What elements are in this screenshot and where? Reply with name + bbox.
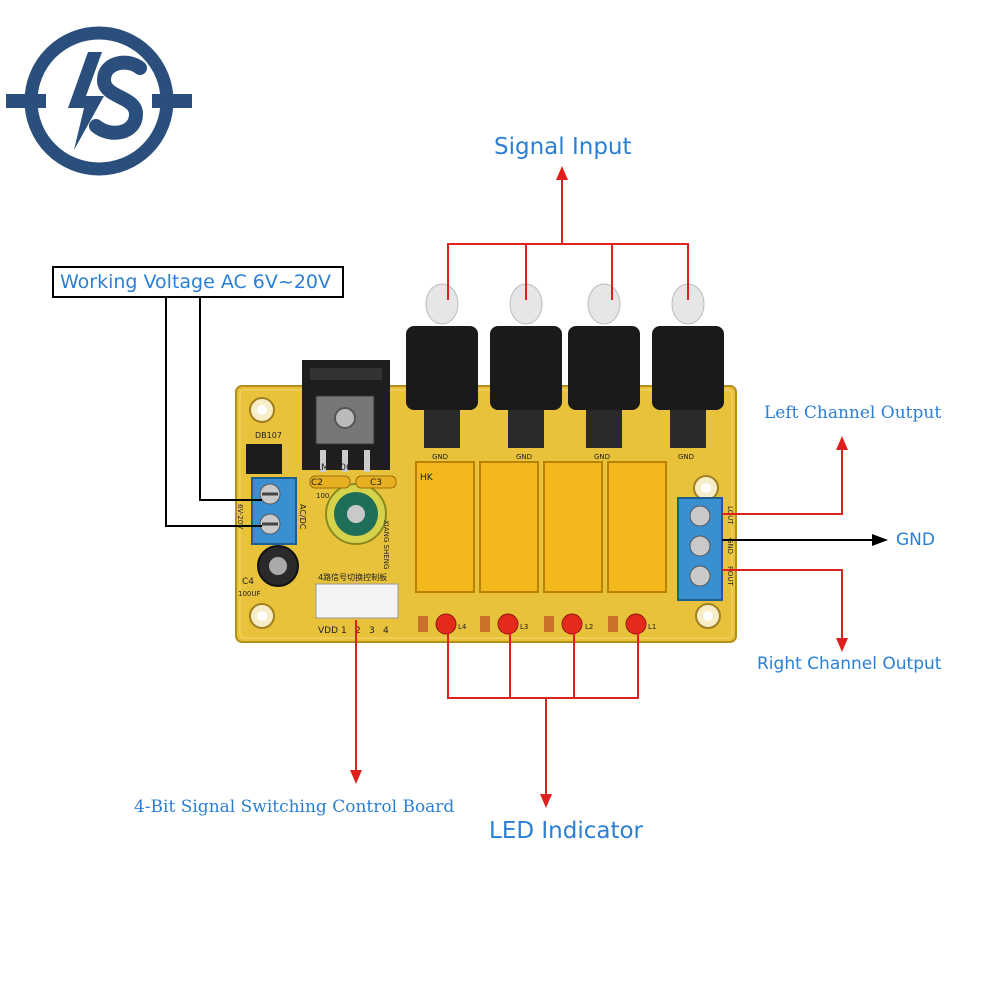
pcb-pin-vdd: VDD bbox=[318, 626, 338, 636]
led-indicator-label: LED Indicator bbox=[489, 818, 644, 844]
pcb-led-l4: L4 bbox=[458, 623, 467, 631]
pcb-led-l3: L3 bbox=[520, 623, 528, 631]
pcb-pin-2: 2 bbox=[355, 626, 361, 636]
rca-jacks bbox=[406, 283, 724, 448]
pcb-c2-value: 100 bbox=[316, 492, 329, 500]
relays bbox=[415, 461, 667, 593]
gnd-label: GND bbox=[896, 530, 935, 550]
heatsink bbox=[302, 360, 390, 472]
capacitor-c2 bbox=[325, 483, 387, 545]
pcb-out-gnd: GND bbox=[726, 538, 734, 554]
signal-input-arrowhead bbox=[556, 166, 568, 180]
pcb-gnd-2: GND bbox=[516, 453, 532, 461]
pcb-maker-label: XIANG SHENG bbox=[382, 520, 390, 569]
pcb-c2-label: C2 bbox=[311, 478, 323, 488]
left-channel-line bbox=[722, 448, 843, 515]
led-bracket bbox=[447, 632, 639, 699]
pcb-gnd-1: GND bbox=[432, 453, 448, 461]
pcb-out-lout: LOUT bbox=[726, 506, 734, 525]
led-arrowhead bbox=[540, 794, 552, 808]
pcb-pin-3: 3 bbox=[369, 626, 375, 636]
pcb-input-terminal-label: AC/DC bbox=[298, 504, 307, 530]
pcb-bridge-label: DB107 bbox=[255, 431, 282, 440]
pcb-out-rout: ROUT bbox=[726, 566, 734, 586]
capacitor-c4 bbox=[257, 545, 299, 587]
control-board-label: 4-Bit Signal Switching Control Board bbox=[134, 797, 455, 817]
output-terminal-block bbox=[677, 497, 723, 601]
pcb-c4-value: 100UF bbox=[238, 590, 261, 598]
pcb-gnd-4: GND bbox=[678, 453, 694, 461]
pcb-c3-label: C3 bbox=[370, 478, 382, 488]
pcb-relay-brand: HK bbox=[420, 473, 434, 483]
lightning-icon bbox=[68, 52, 104, 150]
voltage-line-2 bbox=[165, 298, 262, 527]
annotation-arrowheads bbox=[350, 166, 848, 808]
signal-input-label: Signal Input bbox=[494, 134, 632, 160]
control-board-arrowhead bbox=[350, 770, 362, 784]
pcb-led-l1: L1 bbox=[648, 623, 656, 631]
left-channel-output-label: Left Channel Output bbox=[764, 403, 942, 423]
right-channel-arrowhead bbox=[836, 638, 848, 652]
gnd-arrowhead bbox=[872, 534, 888, 546]
voltage-line-1 bbox=[199, 298, 262, 501]
right-channel-output-label: Right Channel Output bbox=[757, 654, 942, 674]
black-annotation-lines bbox=[165, 298, 874, 541]
brand-logo bbox=[6, 26, 192, 176]
signal-input-bracket bbox=[447, 243, 689, 300]
leds bbox=[418, 613, 647, 635]
pcb-led-l2: L2 bbox=[585, 623, 593, 631]
annotation-lines bbox=[355, 178, 843, 796]
pcb-pin-4: 4 bbox=[383, 626, 389, 636]
working-voltage-label: Working Voltage AC 6V~20V bbox=[52, 266, 344, 298]
input-terminal-block bbox=[251, 477, 297, 545]
left-channel-arrowhead bbox=[836, 436, 848, 450]
pcb-pin-1: 1 bbox=[341, 626, 347, 636]
pcb-regulator-label: LM7806 bbox=[316, 463, 352, 473]
pcb-board: DB107 LM7806 C2 C3 100 C4 100UF AC/DC 6V… bbox=[235, 283, 737, 643]
right-channel-line bbox=[722, 569, 843, 640]
pcb-board-title: 4路信号切换控制板 bbox=[318, 572, 387, 582]
pcb-gnd-3: GND bbox=[594, 453, 610, 461]
pcb-c4-label: C4 bbox=[242, 577, 254, 587]
pcb-input-range-label: 6V-20V bbox=[236, 504, 244, 529]
